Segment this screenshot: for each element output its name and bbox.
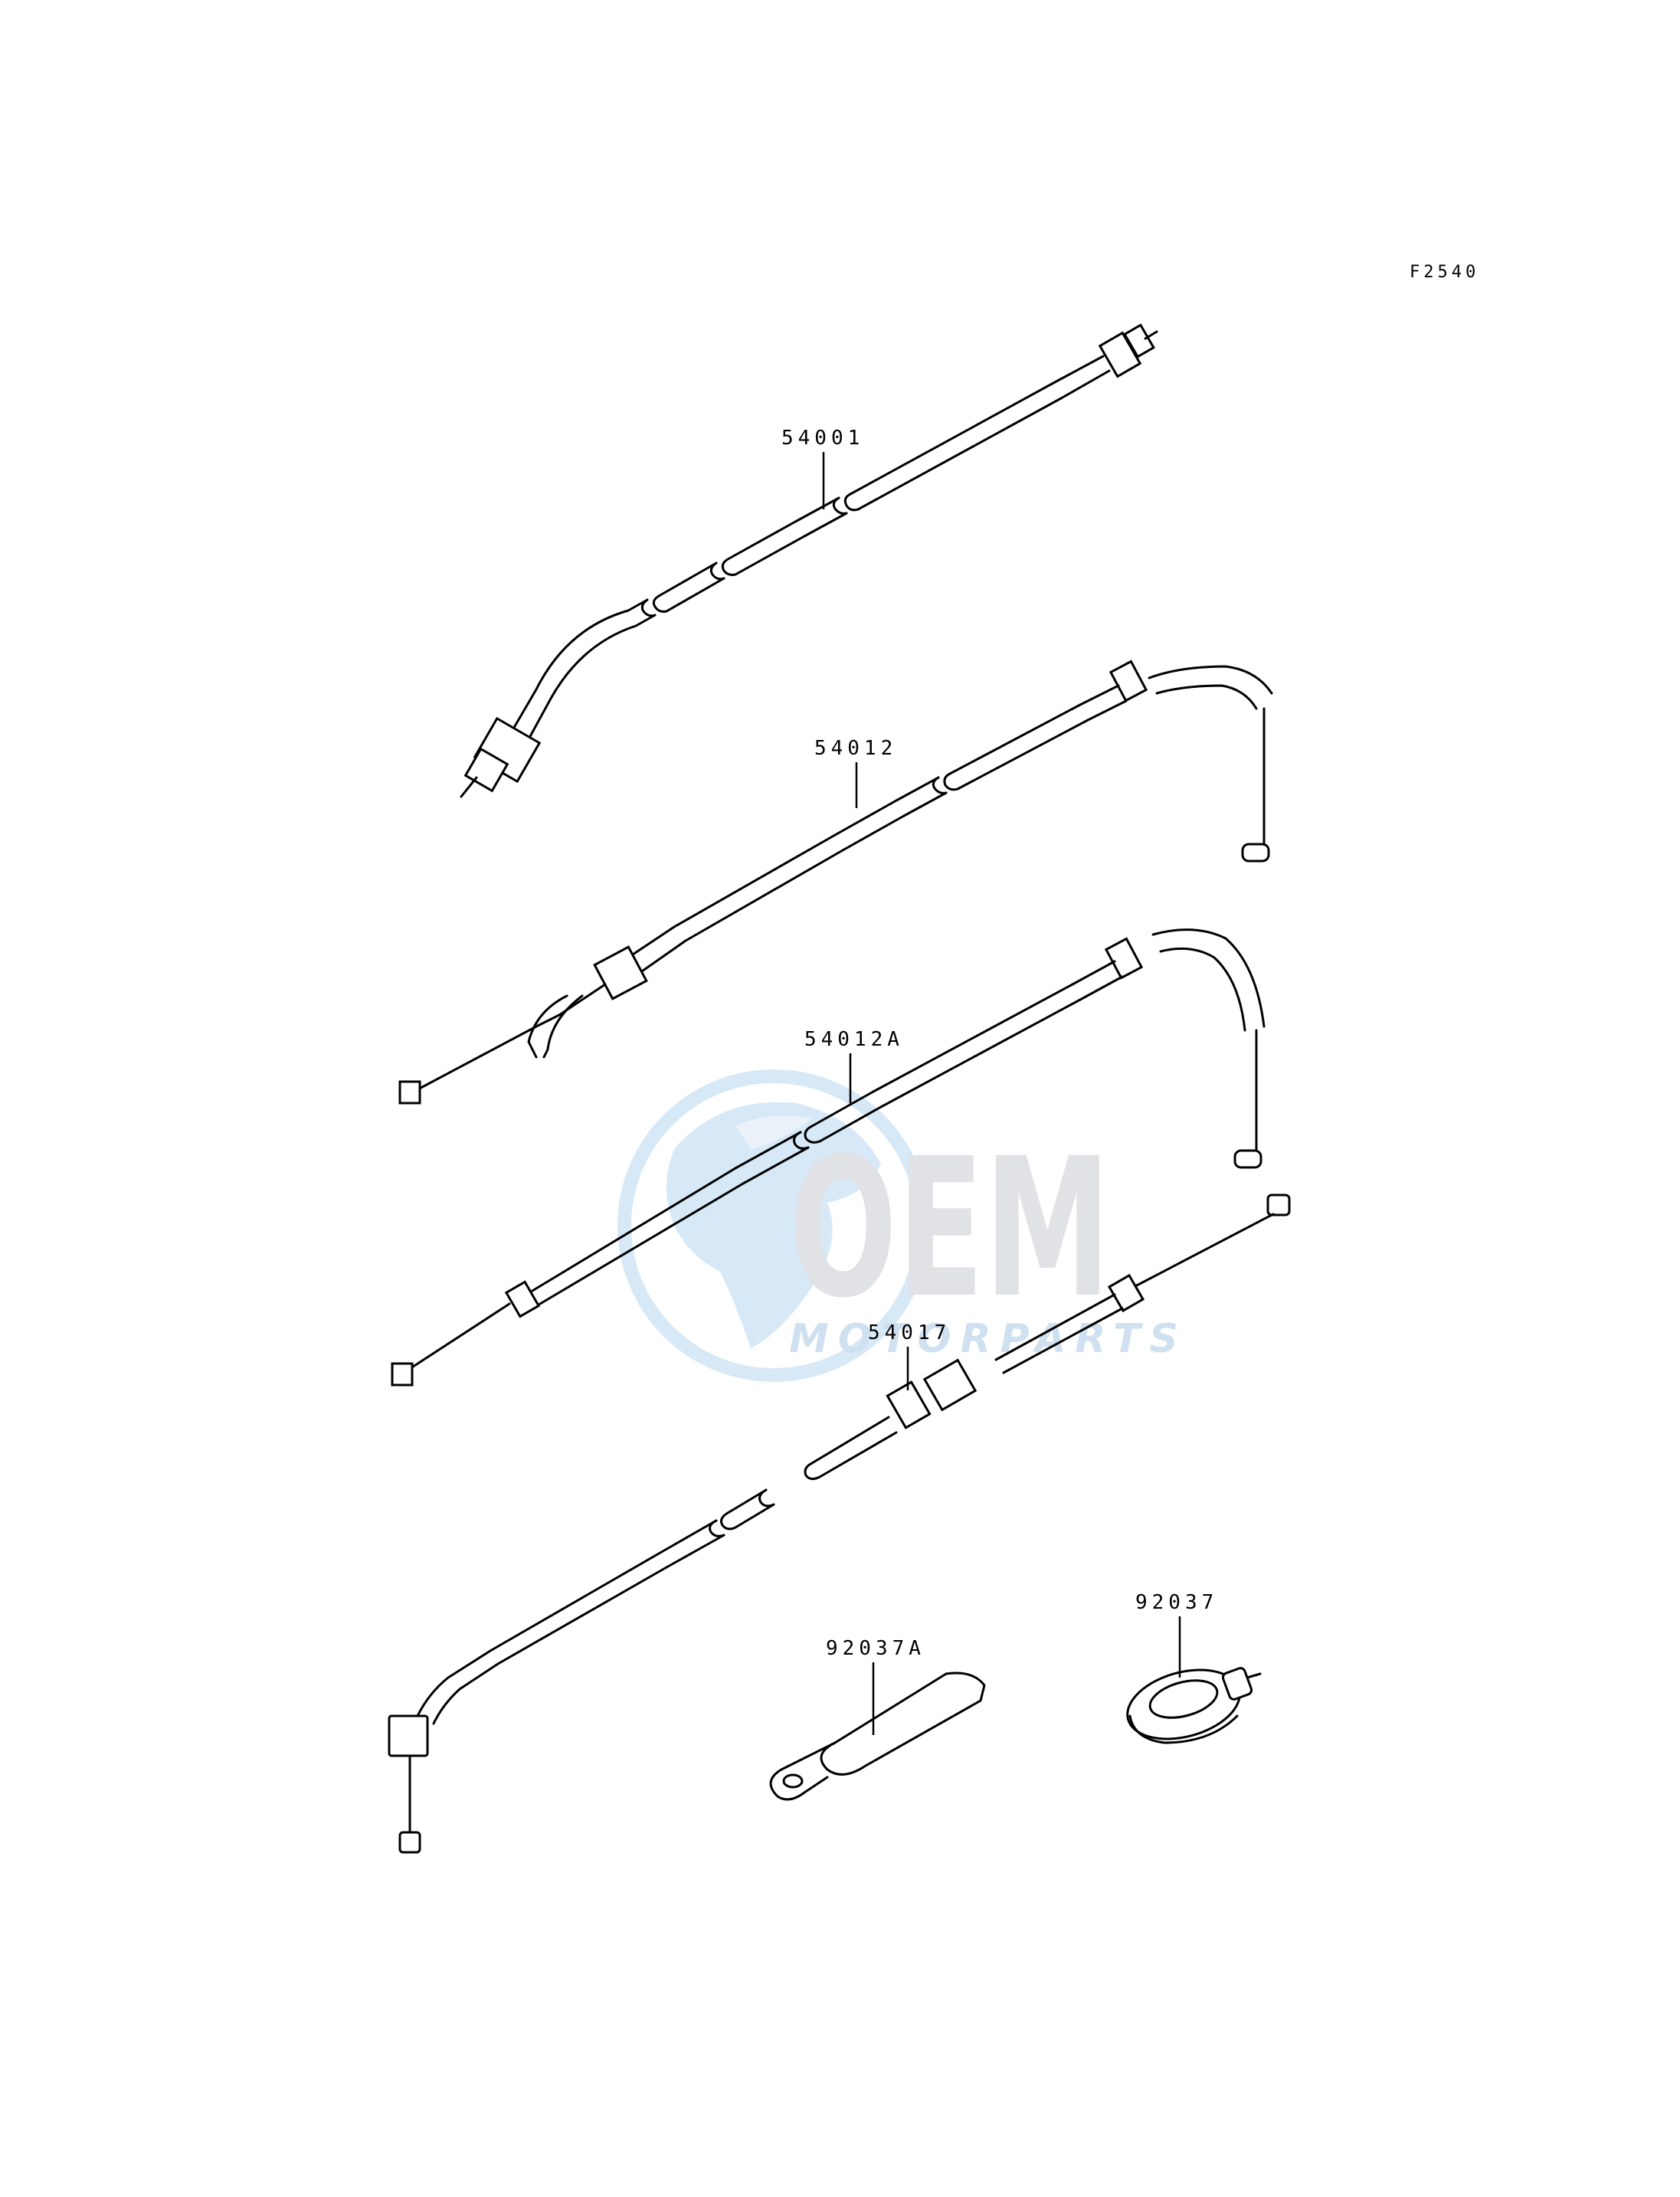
cable-54001: [460, 323, 1158, 798]
cable-54012: [398, 660, 1273, 1105]
figure-code: F2540: [1410, 263, 1479, 282]
watermark-logo-text: OEM: [789, 1117, 1111, 1340]
cable-54017: [388, 1193, 1291, 1854]
part-label-92037: 92037: [1135, 1591, 1218, 1614]
part-label-54012: 54012: [814, 737, 897, 760]
part-label-54012A: 54012A: [804, 1028, 904, 1051]
part-label-54017: 54017: [868, 1321, 951, 1344]
clamp-92037: [1126, 1667, 1262, 1744]
watermark: OEM MOTORPARTS: [617, 1069, 1187, 1382]
part-label-92037A: 92037A: [826, 1637, 925, 1660]
watermark-tagline: MOTORPARTS: [789, 1316, 1187, 1362]
clamp-92037A: [769, 1671, 986, 1801]
globe-icon: [617, 1069, 930, 1382]
part-label-54001: 54001: [781, 427, 864, 450]
cable-54012A: [391, 928, 1266, 1387]
